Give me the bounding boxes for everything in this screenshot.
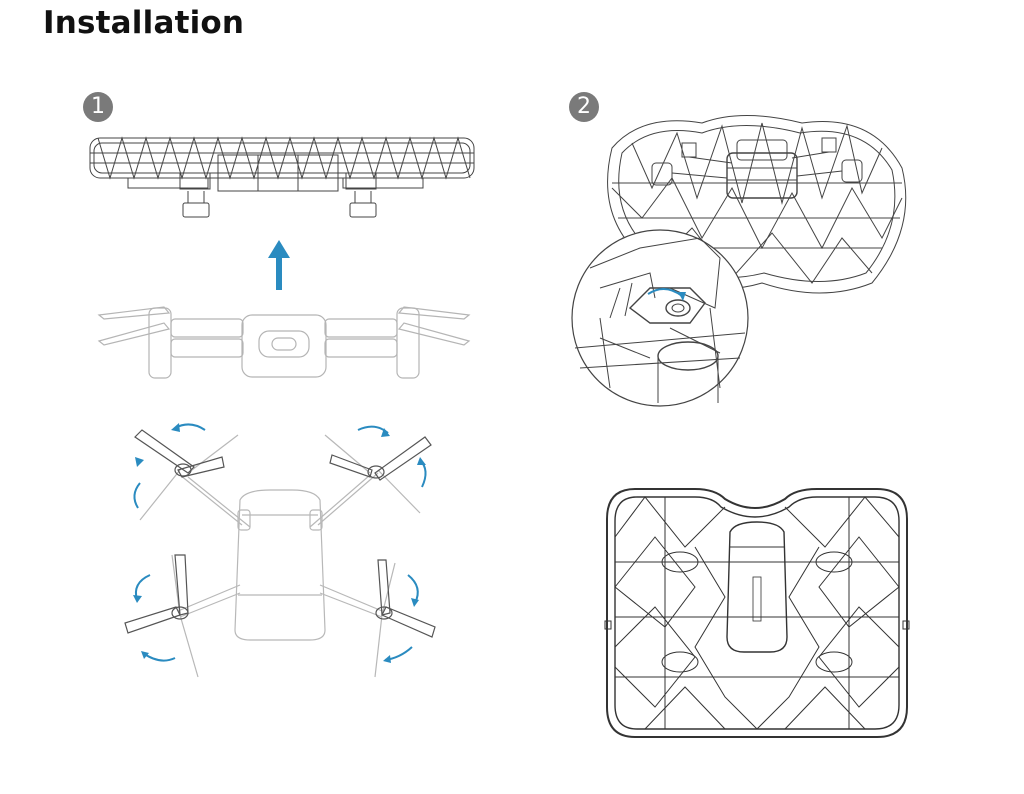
cage-side-view <box>89 136 475 218</box>
clip-detail-zoom <box>571 229 749 407</box>
page-title: Installation <box>43 5 245 41</box>
drone-front-view <box>97 306 471 379</box>
step-2-badge: 2 <box>569 92 599 122</box>
cage-top-view <box>604 488 910 738</box>
arrow-up-icon <box>268 240 290 290</box>
rotate-arrow-icon <box>647 288 686 301</box>
rotate-arrow-icon <box>133 423 427 663</box>
drone-top-view <box>124 423 436 678</box>
step-1-badge: 1 <box>83 92 113 122</box>
